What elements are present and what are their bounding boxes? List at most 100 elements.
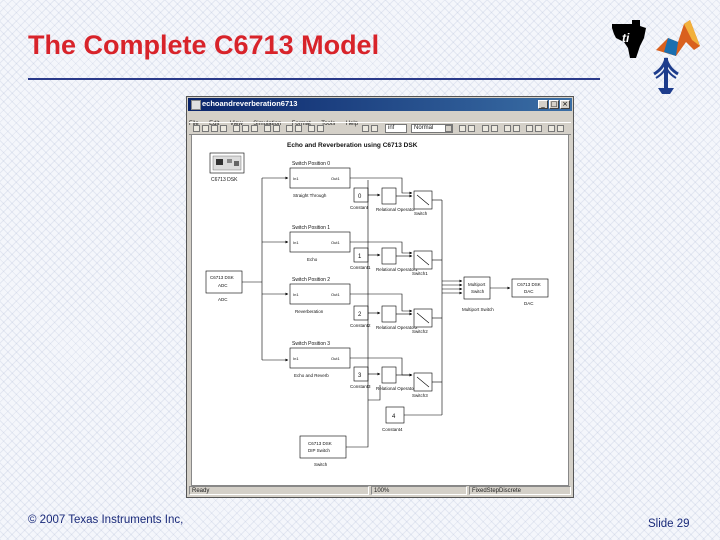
constant1-block[interactable]: 1 xyxy=(353,247,369,263)
switch-position-2-label: Switch Position 2 xyxy=(292,277,330,283)
chevron-down-icon[interactable] xyxy=(445,125,452,132)
dip-switch-label-1: C6713 DSK xyxy=(308,441,332,446)
svg-text:ti: ti xyxy=(622,31,630,45)
slide-title: The Complete C6713 Model xyxy=(28,30,380,60)
copyright-footer: © 2007 Texas Instruments Inc, xyxy=(28,514,184,526)
update-diagram-icon[interactable] xyxy=(468,125,475,132)
switch-label: Switch xyxy=(414,211,428,216)
menu-format[interactable]: Format xyxy=(291,121,311,127)
go-to-icon[interactable] xyxy=(317,125,324,132)
simulation-mode-select[interactable]: Normal xyxy=(411,124,453,133)
window-titlebar[interactable]: echoandreverberation6713 _ □ × xyxy=(188,98,572,111)
relational-operator3-block[interactable] xyxy=(381,366,397,384)
options-icon[interactable] xyxy=(557,125,564,132)
relational-operator-label: Relational Operator xyxy=(376,207,416,212)
switch3-block[interactable] xyxy=(413,372,433,392)
switch-position-2-subsystem[interactable] xyxy=(289,283,351,305)
stop-time-input[interactable]: inf xyxy=(385,124,407,133)
menu-view[interactable]: View xyxy=(229,121,243,127)
relational-operator1-block[interactable] xyxy=(381,247,397,265)
block-diagram[interactable]: Echo and Reverberation using C6713 DSK C… xyxy=(192,135,568,485)
constant2-block[interactable]: 2 xyxy=(353,305,369,321)
open-model-icon[interactable] xyxy=(202,125,209,132)
cut-icon[interactable] xyxy=(233,125,240,132)
start-simulation-icon[interactable] xyxy=(362,125,369,132)
sp0-out-port-label: Out1 xyxy=(331,176,340,181)
maximize-button[interactable]: □ xyxy=(549,100,559,109)
fit-icon[interactable] xyxy=(526,125,533,132)
simulink-window[interactable]: echoandreverberation6713 _ □ × File Edit… xyxy=(186,96,574,498)
status-solver: FixedStepDiscrete xyxy=(469,486,571,495)
target-icon[interactable] xyxy=(535,125,542,132)
university-emblem-icon xyxy=(653,57,679,94)
switch-block[interactable] xyxy=(413,190,433,210)
dac-block[interactable] xyxy=(511,278,549,298)
status-ready: Ready xyxy=(189,486,369,495)
status-bar: Ready 100% FixedStepDiscrete xyxy=(189,486,571,495)
model-explorer-icon[interactable] xyxy=(482,125,489,132)
adc-caption: ADC xyxy=(218,297,228,302)
minimize-button[interactable]: _ xyxy=(538,100,548,109)
relational-operator3-label: Relational Operator3 xyxy=(376,386,418,391)
up-to-parent-icon[interactable] xyxy=(308,125,315,132)
adc-block-label-2: ADC xyxy=(218,283,228,288)
close-button[interactable]: × xyxy=(560,100,570,109)
menu-simulation[interactable]: Simulation xyxy=(253,121,282,127)
stop-simulation-icon[interactable] xyxy=(371,125,378,132)
window-title: echoandreverberation6713 xyxy=(202,99,298,108)
menu-tools[interactable]: Tools xyxy=(321,121,336,127)
constant-4-value: 4 xyxy=(392,414,396,420)
help-icon[interactable] xyxy=(548,125,555,132)
save-model-icon[interactable] xyxy=(211,125,218,132)
redo-icon[interactable] xyxy=(273,125,280,132)
straight-through-label: Straight Through xyxy=(293,193,327,198)
library-browser-icon[interactable] xyxy=(286,125,293,132)
multiport-switch-block[interactable] xyxy=(463,276,491,300)
relational-operator-block[interactable] xyxy=(381,187,397,205)
constant4-block[interactable]: 4 xyxy=(385,406,405,424)
menu-edit[interactable]: Edit xyxy=(209,121,220,127)
dac-caption: DAC xyxy=(524,301,534,306)
dip-switch-block[interactable] xyxy=(299,435,347,459)
constant-3-value: 3 xyxy=(358,373,362,379)
constant2-label: Constant2 xyxy=(350,323,371,328)
undo-icon[interactable] xyxy=(264,125,271,132)
model-canvas[interactable]: Echo and Reverberation using C6713 DSK C… xyxy=(191,134,569,486)
multiport-switch-label-1: Multiport xyxy=(468,282,486,287)
paste-icon[interactable] xyxy=(251,125,258,132)
sp3-out-port-label: Out1 xyxy=(331,356,340,361)
multiport-switch-caption: Multiport Switch xyxy=(462,307,494,312)
dsk-target-block[interactable] xyxy=(209,152,245,174)
menu-help[interactable]: Help xyxy=(345,121,359,127)
sp0-in-port-label: In1 xyxy=(293,176,299,181)
menu-file[interactable]: File xyxy=(189,121,199,127)
constant1-label: Constant1 xyxy=(350,265,371,270)
status-zoom: 100% xyxy=(371,486,467,495)
switch3-label: Switch3 xyxy=(412,393,428,398)
build-icon[interactable] xyxy=(459,125,466,132)
new-model-icon[interactable] xyxy=(193,125,200,132)
adc-block-label-1: C6713 DSK xyxy=(210,275,234,280)
print-icon[interactable] xyxy=(220,125,227,132)
zoom-icon[interactable] xyxy=(513,125,520,132)
debugger-icon[interactable] xyxy=(491,125,498,132)
relational-operator1-label: Relational Operator1 xyxy=(376,267,418,272)
constant-block[interactable]: 0 xyxy=(353,187,369,203)
copy-icon[interactable] xyxy=(242,125,249,132)
switch-position-1-label: Switch Position 1 xyxy=(292,225,330,231)
logo-group: ti xyxy=(612,20,700,94)
multiport-switch-label-2: Switch xyxy=(471,289,485,294)
switch-position-0-subsystem[interactable] xyxy=(289,167,351,189)
switch-position-3-subsystem[interactable] xyxy=(289,347,351,369)
constant4-label: Constant4 xyxy=(382,427,403,432)
model-title: Echo and Reverberation using C6713 DSK xyxy=(287,142,418,149)
switch1-block[interactable] xyxy=(413,250,433,270)
switch2-block[interactable] xyxy=(413,308,433,328)
relational-operator2-block[interactable] xyxy=(381,305,397,323)
constant3-label: Constant3 xyxy=(350,384,371,389)
constant3-block[interactable]: 3 xyxy=(353,366,369,382)
scope-icon[interactable] xyxy=(504,125,511,132)
toggle-browser-icon[interactable] xyxy=(295,125,302,132)
dac-block-label-2: DAC xyxy=(524,289,534,294)
switch-position-1-subsystem[interactable] xyxy=(289,231,351,253)
